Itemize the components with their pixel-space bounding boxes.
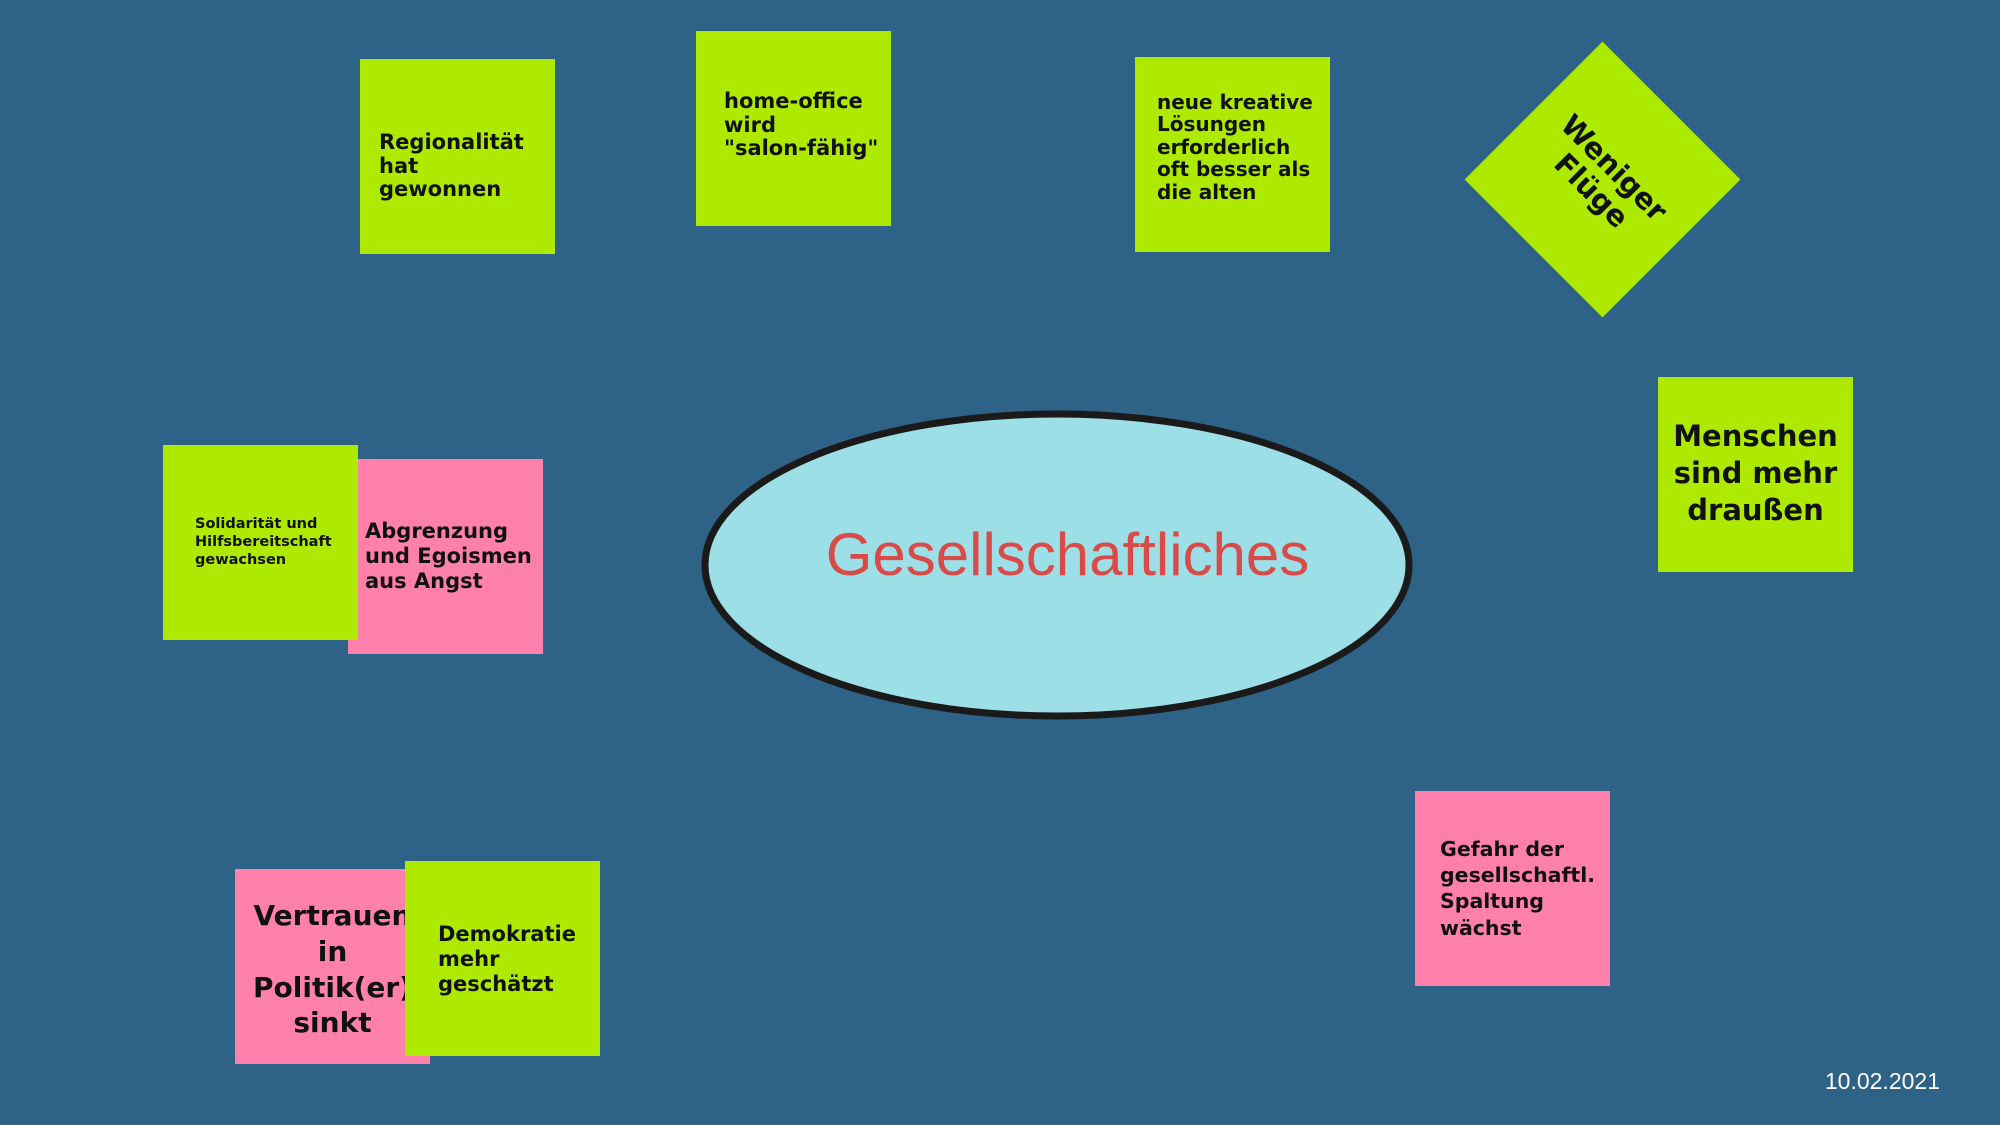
sticky-note-weniger-fluege[interactable]: Weniger Flüge: [1464, 41, 1741, 318]
date-label: 10.02.2021: [1824, 1068, 1940, 1094]
sticky-note-abgrenzung[interactable]: Abgrenzung und Egoismen aus Angst: [348, 459, 543, 654]
sticky-note-menschen-draussen[interactable]: Menschen sind mehr draußen: [1658, 377, 1853, 572]
sticky-note-demokratie[interactable]: Demokratie mehr geschätzt: [405, 861, 600, 1056]
sticky-note-kreative-loesungen[interactable]: neue kreative Lösungen erforderlich oft …: [1135, 57, 1330, 252]
sticky-note-regionalitaet[interactable]: Regionalität hat gewonnen: [360, 59, 555, 254]
sticky-note-home-office[interactable]: home-office wird "salon-fähig": [696, 31, 891, 226]
sticky-note-spaltung[interactable]: Gefahr der gesellschaftl. Spaltung wächs…: [1415, 791, 1610, 986]
sticky-note-weniger-fluege-text: Weniger Flüge: [1547, 107, 1675, 235]
sticky-note-solidaritaet[interactable]: Solidarität und Hilfsbereitschaft gewach…: [163, 445, 358, 640]
center-topic-label: Gesellschaftliches: [825, 521, 1310, 588]
sticky-note-weniger-fluege-body: Weniger Flüge: [1465, 42, 1741, 318]
center-ellipse: [701, 410, 1413, 720]
sticky-note-vertrauen[interactable]: Vertrauen in Politik(er) sinkt: [235, 869, 430, 1064]
